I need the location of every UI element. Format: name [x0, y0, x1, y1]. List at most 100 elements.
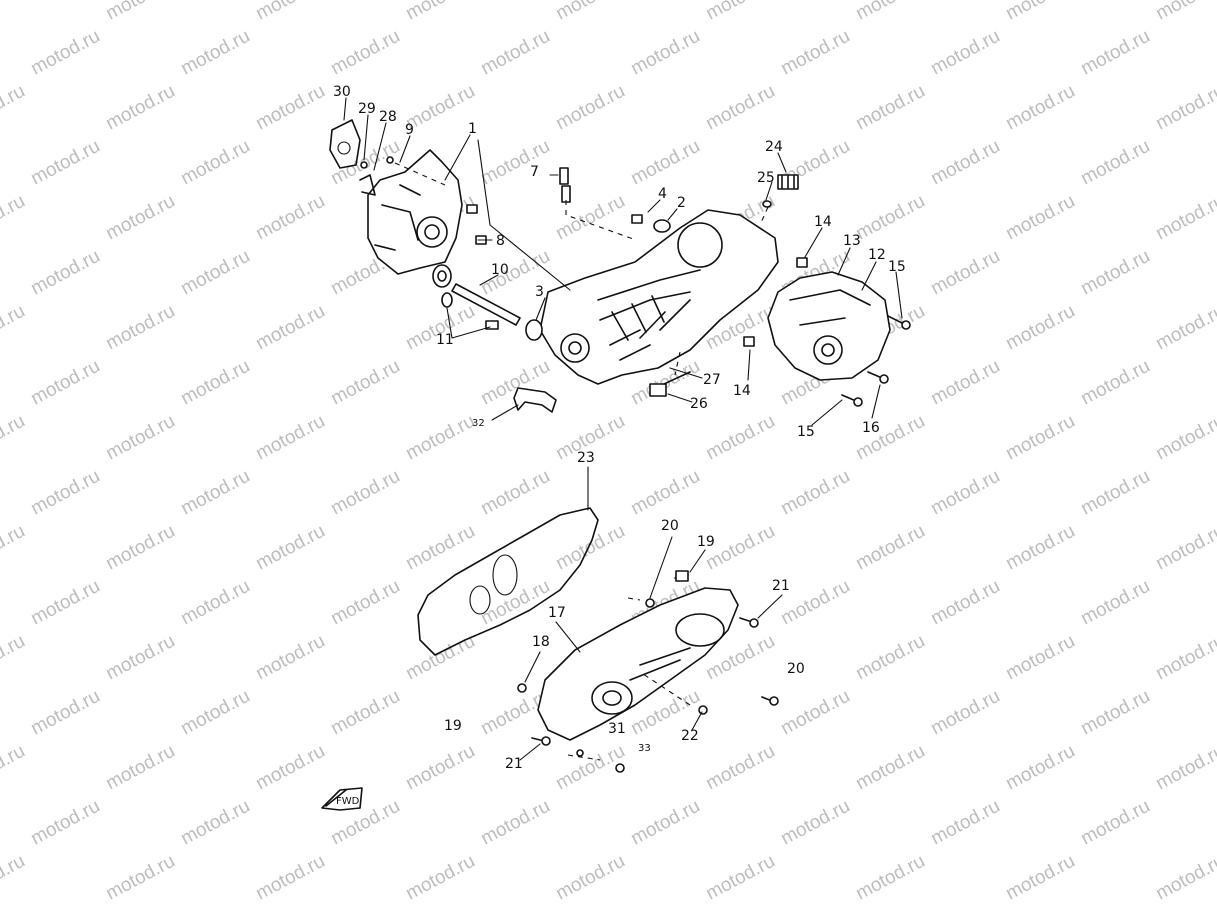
watermark-text: motod.ru — [1077, 686, 1153, 740]
watermark-text: motod.ru — [477, 26, 553, 80]
watermark-text: motod.ru — [327, 26, 403, 80]
callout-21-bottom: 21 — [505, 756, 523, 772]
watermark-text: motod.ru — [1077, 466, 1153, 520]
watermark-text: motod.ru — [0, 851, 29, 905]
watermark-text: motod.ru — [852, 191, 928, 245]
watermark-text: motod.ru — [777, 466, 853, 520]
watermark-text: motod.ru — [702, 0, 778, 24]
crankcase-main — [539, 209, 779, 385]
belt-cover-17 — [537, 587, 739, 741]
watermark-text: motod.ru — [27, 246, 103, 300]
watermark-text: motod.ru — [477, 796, 553, 850]
watermark-text: motod.ru — [177, 246, 253, 300]
watermark-text: motod.ru — [102, 0, 178, 24]
watermark-text: motod.ru — [252, 81, 328, 135]
watermark-text: motod.ru — [1002, 0, 1078, 24]
watermark-text: motod.ru — [0, 0, 29, 24]
callout-20-bottom: 20 — [787, 661, 805, 677]
watermark-text: motod.ru — [927, 466, 1003, 520]
watermark-text: motod.ru — [702, 851, 778, 905]
pins-11 — [441, 292, 499, 330]
bolt-26 — [649, 371, 691, 397]
watermark-text: motod.ru — [552, 0, 628, 24]
watermark-text: motod.ru — [402, 521, 478, 575]
assembly-lines-upper — [394, 162, 769, 376]
watermark-text: motod.ru — [1077, 136, 1153, 190]
callout-33: 33 — [638, 743, 651, 754]
bracket-32 — [513, 387, 557, 413]
callout-32: 32 — [472, 418, 485, 429]
watermark-text: motod.ru — [777, 796, 853, 850]
callout-3: 3 — [535, 284, 544, 300]
callout-15-top: 15 — [888, 259, 906, 275]
watermark-text: motod.ru — [927, 576, 1003, 630]
bolts-lower — [517, 570, 779, 773]
watermark-text: motod.ru — [1152, 0, 1217, 24]
watermark-text: motod.ru — [552, 851, 628, 905]
watermark-text: motod.ru — [552, 81, 628, 135]
callout-25: 25 — [757, 170, 775, 186]
watermark-text: motod.ru — [102, 301, 178, 355]
pins-7 — [559, 167, 571, 203]
watermark-text: motod.ru — [1002, 631, 1078, 685]
watermark-text: motod.ru — [852, 0, 928, 24]
plug-24 — [762, 174, 799, 208]
watermark-text: motod.ru — [1152, 851, 1217, 905]
watermark-text: motod.ru — [627, 136, 703, 190]
watermark-text: motod.ru — [0, 411, 29, 465]
callout-7: 7 — [530, 164, 539, 180]
callout-29: 29 — [358, 101, 376, 117]
callout-4: 4 — [658, 186, 667, 202]
watermark-text: motod.ru — [177, 356, 253, 410]
watermark-text: motod.ru — [0, 191, 29, 245]
watermark-text: motod.ru — [927, 246, 1003, 300]
watermark-text: motod.ru — [1002, 521, 1078, 575]
callout-19-bottom: 19 — [444, 718, 462, 734]
callout-12: 12 — [868, 247, 886, 263]
callout-20-top: 20 — [661, 518, 679, 534]
watermark-text: motod.ru — [27, 136, 103, 190]
watermark-text: motod.ru — [1152, 741, 1217, 795]
watermark-text: motod.ru — [1002, 411, 1078, 465]
gasket-30 — [329, 119, 361, 169]
watermark-text: motod.ru — [177, 796, 253, 850]
callout-16: 16 — [862, 420, 880, 436]
watermark-text: motod.ru — [27, 686, 103, 740]
callout-19-top: 19 — [697, 534, 715, 550]
watermark-text: motod.ru — [852, 411, 928, 465]
watermark-text: motod.ru — [0, 631, 29, 685]
watermark-text: motod.ru — [927, 26, 1003, 80]
watermark-text: motod.ru — [327, 356, 403, 410]
watermark-text: motod.ru — [327, 466, 403, 520]
callout-13: 13 — [843, 233, 861, 249]
callout-30: 30 — [333, 84, 351, 100]
watermark-text: motod.ru — [177, 686, 253, 740]
watermark-text: motod.ru — [1152, 631, 1217, 685]
watermark-text: motod.ru — [102, 851, 178, 905]
fwd-label: FWD — [336, 796, 360, 807]
dowel-4-and-2 — [631, 214, 671, 233]
callout-21-top: 21 — [772, 578, 790, 594]
watermark-text: motod.ru — [252, 191, 328, 245]
watermark-text: motod.ru — [852, 81, 928, 135]
watermark-text: motod.ru — [27, 356, 103, 410]
watermark-text: motod.ru — [702, 81, 778, 135]
watermark-text: motod.ru — [1002, 81, 1078, 135]
watermark-text: motod.ru — [927, 796, 1003, 850]
watermark-text: motod.ru — [627, 466, 703, 520]
watermark-text: motod.ru — [1152, 301, 1217, 355]
clip-28-29 — [359, 156, 394, 196]
watermark-text: motod.ru — [702, 741, 778, 795]
crankcase-right-cover — [767, 271, 891, 381]
watermark-text: motod.ru — [102, 411, 178, 465]
watermark-text: motod.ru — [252, 301, 328, 355]
watermark-text: motod.ru — [1077, 796, 1153, 850]
assembly-lines-lower — [567, 597, 691, 761]
watermark-text: motod.ru — [0, 301, 29, 355]
callout-28: 28 — [379, 109, 397, 125]
watermark-text: motod.ru — [1002, 851, 1078, 905]
callout-31: 31 — [608, 721, 626, 737]
bolts-15-16 — [841, 315, 911, 407]
watermark-text: motod.ru — [252, 851, 328, 905]
watermark-text: motod.ru — [927, 686, 1003, 740]
